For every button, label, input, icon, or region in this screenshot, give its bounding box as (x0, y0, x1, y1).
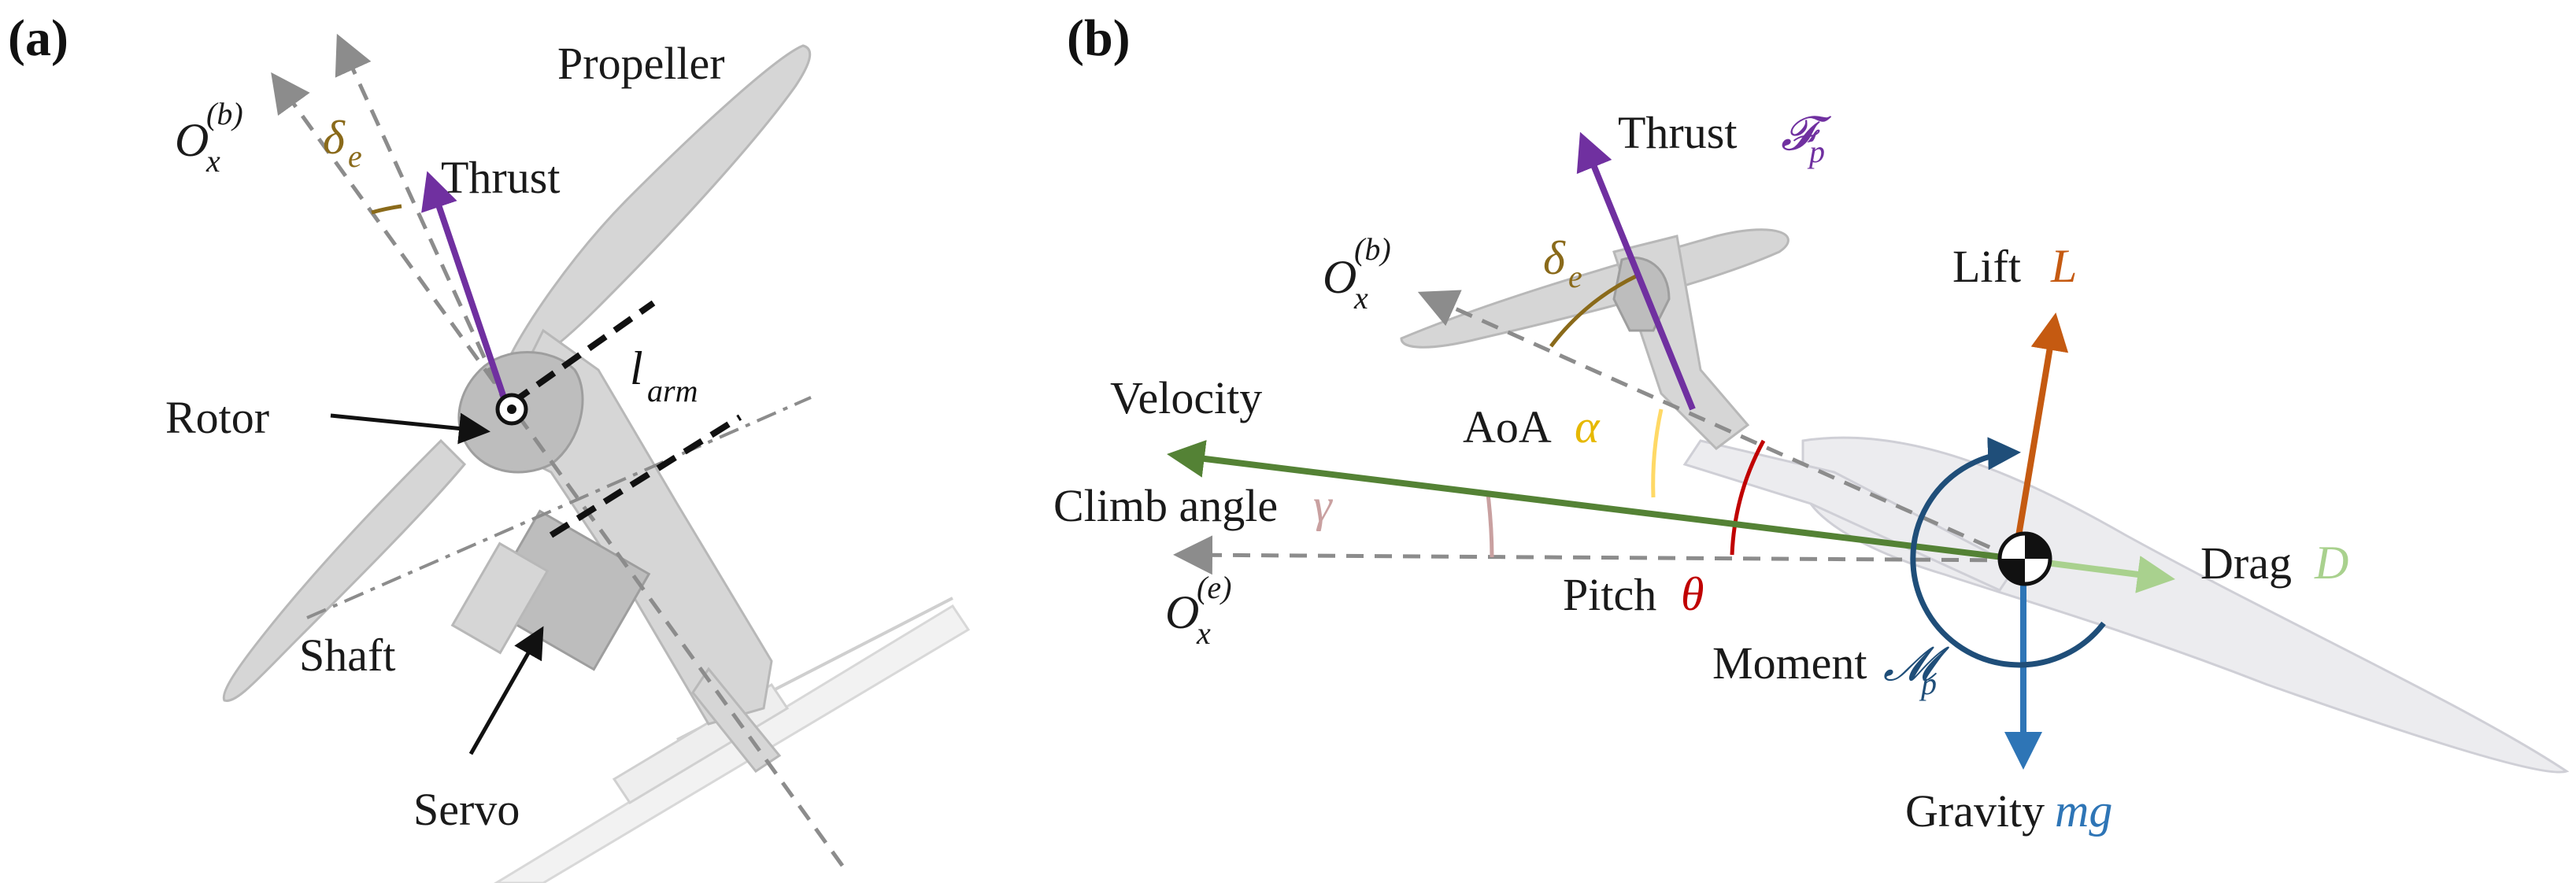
body-axis-label-b: O x (b) (1323, 231, 1391, 316)
svg-text:γ: γ (1313, 479, 1333, 531)
velocity-label: Velocity (1110, 372, 1262, 423)
svg-text:arm: arm (647, 373, 698, 408)
svg-text:θ: θ (1681, 568, 1704, 620)
lift-arrow (2012, 312, 2069, 556)
delta-e-arc-b (1549, 273, 1639, 348)
arm-line-2 (549, 414, 742, 538)
svg-text:x: x (1353, 280, 1368, 316)
svg-text:p: p (1807, 134, 1825, 169)
servo-label: Servo (413, 784, 520, 835)
lift-label: Lift L (1952, 240, 2077, 292)
thrust-axis-a (335, 33, 510, 411)
aoa-arc (1651, 408, 1664, 498)
svg-text:e: e (1568, 259, 1582, 294)
body-axis-label-a: O x (b) (175, 96, 243, 179)
svg-text:O: O (175, 114, 209, 166)
svg-text:D: D (2314, 537, 2348, 589)
svg-text:δ: δ (323, 112, 346, 164)
climb-label: Climb angle γ (1053, 479, 1333, 531)
panel-a-tag: (a) (8, 9, 68, 67)
thrust-arrow-a (421, 171, 511, 411)
thrust-label-b: Thrust 𝓕 p (1618, 107, 1832, 169)
motor-assembly (450, 328, 782, 774)
gravity-label: Gravity mg (1905, 785, 2112, 837)
shaft-axis (306, 396, 812, 619)
delta-e-label-b: δ e (1543, 232, 1582, 294)
cg-marker (1997, 531, 2052, 586)
drag-label: Drag D (2200, 537, 2348, 589)
svg-text:δ: δ (1543, 232, 1566, 284)
panel-a: (a) (8, 9, 971, 883)
svg-text:Lift: Lift (1952, 241, 2021, 292)
svg-text:(b): (b) (206, 96, 243, 131)
delta-e-arc-a (371, 204, 402, 215)
svg-text:(b): (b) (1354, 231, 1391, 267)
rotor-label: Rotor (165, 392, 269, 443)
svg-text:Drag: Drag (2200, 538, 2292, 589)
svg-text:(e): (e) (1197, 570, 1231, 605)
thrust-label-a: Thrust (441, 152, 560, 203)
panel-b-tag: (b) (1067, 9, 1131, 67)
earth-axis (1173, 535, 2016, 575)
svg-text:Moment: Moment (1712, 637, 1867, 689)
velocity-arrow (1167, 440, 2016, 562)
svg-text:x: x (1196, 615, 1211, 651)
svg-text:mg: mg (2055, 785, 2112, 837)
servo-pointer (468, 626, 544, 756)
delta-e-label-a: δ e (323, 112, 362, 174)
pitch-arc (1730, 439, 1766, 556)
svg-text:𝓜: 𝓜 (1883, 638, 1950, 690)
svg-text:Pitch: Pitch (1563, 569, 1656, 620)
svg-text:x: x (205, 143, 220, 179)
moment-label: Moment 𝓜 p (1712, 637, 1950, 701)
svg-text:Thrust: Thrust (1618, 107, 1737, 158)
climb-arc (1486, 493, 1494, 558)
rotor-pointer (330, 412, 490, 445)
panel-b: (b) (1053, 9, 2570, 837)
aircraft-silhouette (1400, 228, 2570, 774)
rotor-marker (495, 393, 528, 426)
svg-text:p: p (1919, 666, 1937, 701)
svg-text:Gravity: Gravity (1905, 785, 2045, 837)
aoa-label: AoA α (1463, 401, 1601, 453)
shaft-label: Shaft (299, 630, 395, 681)
svg-text:O: O (1165, 586, 1199, 638)
pitch-label: Pitch θ (1563, 568, 1704, 620)
svg-text:l: l (630, 342, 643, 394)
body-axis-b (1417, 290, 2017, 561)
thrust-arrow-b (1576, 131, 1696, 411)
svg-text:AoA: AoA (1463, 401, 1552, 453)
moment-arc (1910, 437, 2106, 668)
earth-axis-label: O x (e) (1165, 570, 1231, 651)
svg-text:α: α (1575, 401, 1601, 453)
svg-text:Climb angle: Climb angle (1053, 480, 1278, 531)
arm-length-label: l arm (630, 342, 698, 408)
svg-text:e: e (348, 139, 362, 174)
propeller-label: Propeller (557, 38, 725, 89)
svg-text:O: O (1323, 251, 1356, 303)
arm-line-1 (509, 300, 656, 406)
svg-text:L: L (2050, 240, 2077, 292)
body-axis-a (271, 72, 845, 867)
